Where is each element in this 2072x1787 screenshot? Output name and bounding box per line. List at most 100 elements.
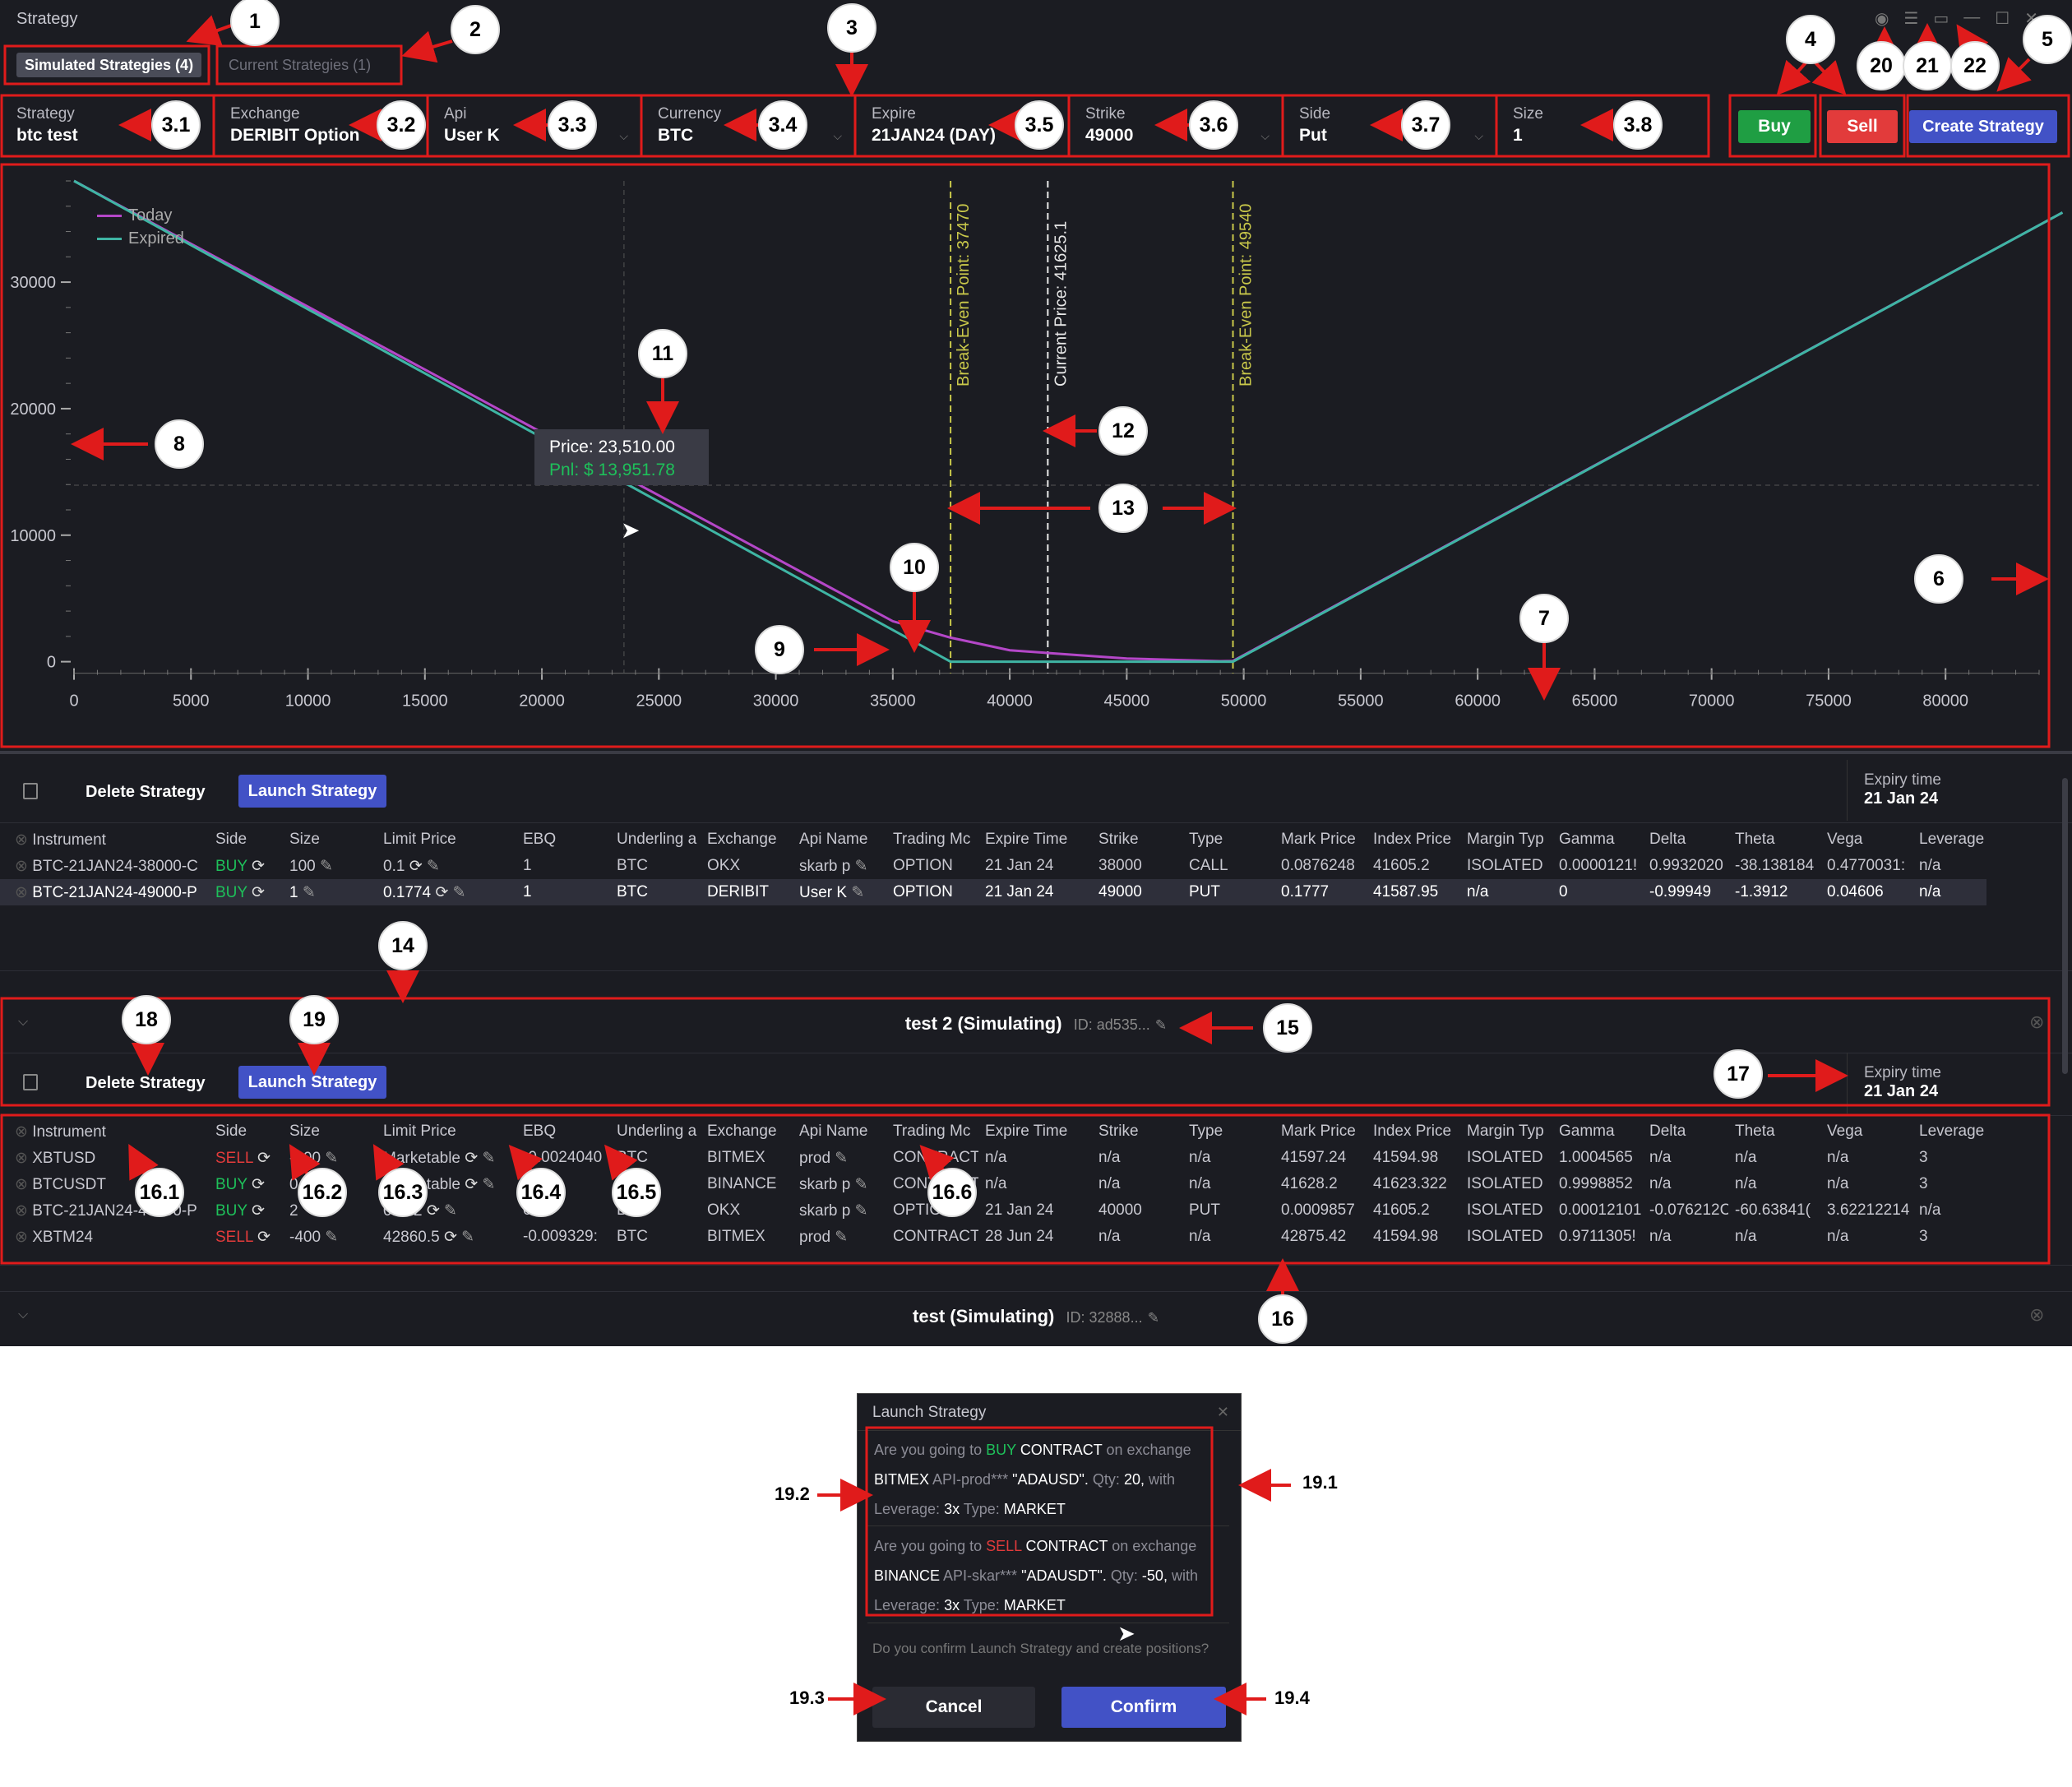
delete-strategy-button[interactable]: Delete Strategy xyxy=(86,783,206,801)
edit-icon[interactable]: ✎ xyxy=(321,1149,339,1167)
table-cell[interactable]: 0.1 ⟳ ✎ xyxy=(377,853,516,879)
remove-row-icon[interactable]: ⊗ xyxy=(15,883,33,901)
save-icon[interactable] xyxy=(23,1074,38,1090)
refresh-icon[interactable]: ⟳ xyxy=(460,1175,479,1193)
eye-icon[interactable]: ◉ xyxy=(1875,10,1889,28)
column-header[interactable]: Margin Typ xyxy=(1460,1118,1552,1145)
buy-button[interactable]: Buy xyxy=(1738,110,1811,143)
table-cell[interactable]: BUY ⟳ xyxy=(209,853,283,879)
edit-icon[interactable]: ✎ xyxy=(448,883,466,901)
remove-row-icon[interactable]: ⊗ xyxy=(15,1228,33,1246)
column-header[interactable]: Theta xyxy=(1728,826,1820,853)
edit-icon[interactable]: ✎ xyxy=(850,1175,868,1193)
edit-icon[interactable]: ✎ xyxy=(422,857,440,875)
remove-row-icon[interactable]: ⊗ xyxy=(15,1201,33,1220)
close-strategy-icon[interactable]: ⊗ xyxy=(2029,1012,2045,1032)
edit-icon[interactable]: ✎ xyxy=(847,883,865,901)
refresh-icon[interactable]: ⟳ xyxy=(247,883,265,901)
table-cell[interactable]: BUY ⟳ xyxy=(209,879,283,905)
column-header[interactable]: Index Price xyxy=(1367,826,1460,853)
refresh-icon[interactable]: ⟳ xyxy=(422,1201,440,1220)
column-header[interactable]: Mark Price xyxy=(1274,1118,1367,1145)
tab-current-strategies[interactable]: Current Strategies (1) xyxy=(229,57,372,73)
launch-strategy-button[interactable]: Launch Strategy xyxy=(238,775,386,808)
refresh-icon[interactable]: ⟳ xyxy=(252,1149,271,1167)
column-header[interactable]: Leverage xyxy=(1912,1118,1986,1145)
table-cell[interactable]: 42860.5 ⟳ ✎ xyxy=(377,1224,516,1250)
table-cell[interactable]: SELL ⟳ xyxy=(209,1224,283,1250)
table-cell[interactable]: BUY ⟳ xyxy=(209,1197,283,1224)
edit-icon[interactable]: ✎ xyxy=(439,1201,457,1220)
column-header[interactable]: Leverage xyxy=(1912,826,1986,853)
column-header[interactable]: Size xyxy=(283,1118,377,1145)
maximize-icon[interactable]: ☐ xyxy=(1995,10,2010,28)
edit-icon[interactable]: ✎ xyxy=(850,857,868,875)
remove-row-icon[interactable]: ⊗ xyxy=(15,1149,33,1167)
column-header[interactable]: EBQ xyxy=(516,826,610,853)
column-header[interactable]: EBQ xyxy=(516,1118,610,1145)
column-header[interactable]: Api Name xyxy=(793,1118,886,1145)
table-cell[interactable]: Marketable ⟳ ✎ xyxy=(377,1145,516,1171)
column-header[interactable]: Side xyxy=(209,826,283,853)
column-header[interactable]: ⊗ Instrument xyxy=(0,826,209,853)
save-icon[interactable] xyxy=(23,783,38,799)
column-header[interactable]: Delta xyxy=(1643,1118,1728,1145)
edit-icon[interactable]: ✎ xyxy=(298,883,316,901)
confirm-button[interactable]: Confirm xyxy=(1061,1687,1226,1728)
column-header[interactable]: Margin Typ xyxy=(1460,826,1552,853)
edit-icon[interactable]: ✎ xyxy=(478,1149,496,1167)
edit-icon[interactable]: ✎ xyxy=(456,1228,475,1246)
minimize-icon[interactable]: — xyxy=(1963,8,1981,26)
settings-icon[interactable]: ☰ xyxy=(1903,10,1919,28)
column-header[interactable]: Limit Price xyxy=(377,1118,516,1145)
column-header[interactable]: Api Name xyxy=(793,826,886,853)
column-header[interactable]: Trading Mc xyxy=(886,1118,978,1145)
table-cell[interactable]: SELL ⟳ xyxy=(209,1145,283,1171)
column-header[interactable]: Theta xyxy=(1728,1118,1820,1145)
column-header[interactable]: Vega xyxy=(1820,1118,1912,1145)
close-strategy-icon[interactable]: ⊗ xyxy=(2029,1304,2045,1325)
cancel-button[interactable]: Cancel xyxy=(872,1687,1035,1728)
column-header[interactable]: Expire Time xyxy=(978,1118,1092,1145)
refresh-icon[interactable]: ⟳ xyxy=(247,1201,265,1220)
edit-icon[interactable]: ✎ xyxy=(315,857,333,875)
column-header[interactable]: Limit Price xyxy=(377,826,516,853)
launch-strategy-button[interactable]: Launch Strategy xyxy=(238,1066,386,1099)
refresh-icon[interactable]: ⟳ xyxy=(431,883,449,901)
column-header[interactable]: Exchange xyxy=(701,826,793,853)
dialog-close-icon[interactable]: ✕ xyxy=(1216,1404,1229,1420)
strategy-header-3[interactable]: test (Simulating) ID: 32888... ✎ xyxy=(0,1306,2072,1327)
layout-icon[interactable]: ▭ xyxy=(1933,10,1949,28)
column-header[interactable]: Expire Time xyxy=(978,826,1092,853)
column-header[interactable]: Gamma xyxy=(1552,826,1643,853)
column-header[interactable]: Size xyxy=(283,826,377,853)
edit-icon[interactable]: ✎ xyxy=(478,1175,496,1193)
column-header[interactable]: Type xyxy=(1182,826,1274,853)
close-icon[interactable]: ⊗ xyxy=(15,1123,33,1141)
column-header[interactable]: Exchange xyxy=(701,1118,793,1145)
edit-icon[interactable]: ✎ xyxy=(830,1228,849,1246)
edit-icon[interactable]: ✎ xyxy=(321,1228,339,1246)
column-header[interactable]: Index Price xyxy=(1367,1118,1460,1145)
column-header[interactable]: Trading Mc xyxy=(886,826,978,853)
refresh-icon[interactable]: ⟳ xyxy=(460,1149,479,1167)
refresh-icon[interactable]: ⟳ xyxy=(405,857,423,875)
chevron-down-icon[interactable]: ⌵ xyxy=(18,1308,29,1322)
column-header[interactable]: Strike xyxy=(1092,1118,1182,1145)
column-header[interactable]: Type xyxy=(1182,1118,1274,1145)
column-header[interactable]: Gamma xyxy=(1552,1118,1643,1145)
column-header[interactable]: Side xyxy=(209,1118,283,1145)
remove-row-icon[interactable]: ⊗ xyxy=(15,1175,33,1193)
column-header[interactable]: Underling a xyxy=(610,826,701,853)
column-header[interactable]: Mark Price xyxy=(1274,826,1367,853)
column-header[interactable]: Strike xyxy=(1092,826,1182,853)
refresh-icon[interactable]: ⟳ xyxy=(252,1228,271,1246)
